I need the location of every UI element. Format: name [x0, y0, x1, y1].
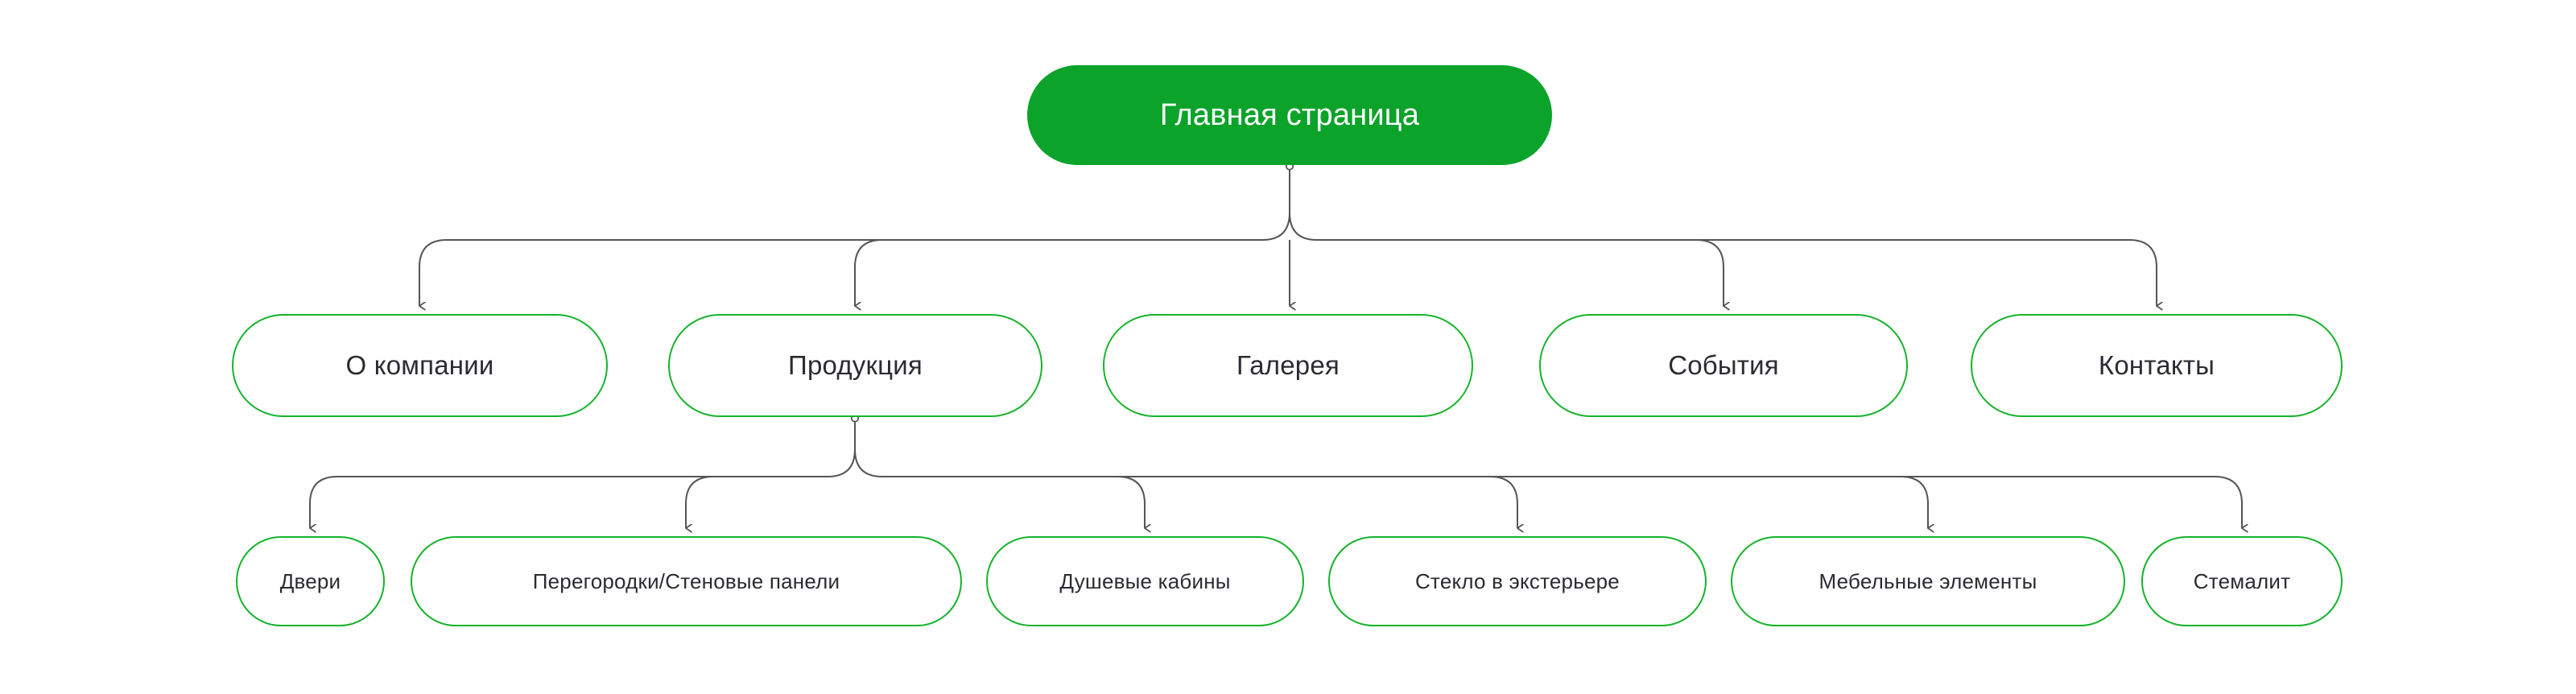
node-dveri-label: Двери: [279, 568, 341, 593]
edge-root-trunk-left: [1261, 169, 1290, 241]
edge-prod-to-dushevye-kabiny: [882, 476, 1145, 528]
node-mebelnye-elementy-label: Мебельные элементы: [1818, 568, 2037, 593]
edge-prod-to-mebelnye: [882, 476, 1928, 528]
edge-root-to-o-kompanii: [419, 239, 1262, 306]
node-steklo-v-eksterere[interactable]: Стекло в экстерьере: [1328, 536, 1707, 626]
node-galereya[interactable]: Галерея: [1103, 314, 1473, 417]
node-sobytiya[interactable]: События: [1539, 314, 1908, 417]
node-root-glavnaya-stranica[interactable]: Главная страница: [1027, 65, 1552, 165]
node-dushevye-kabiny[interactable]: Душевые кабины: [986, 536, 1304, 626]
edge-root-trunk-right: [1289, 169, 1318, 241]
node-stemalit-label: Стемалит: [2193, 568, 2291, 593]
node-produkciya-label: Продукция: [788, 350, 923, 380]
node-peregorodki-label: Перегородки/Стеновые панели: [532, 568, 840, 593]
node-dveri[interactable]: Двери: [236, 536, 385, 626]
edge-prod-trunk-left: [827, 421, 856, 477]
edge-prod-to-steklo: [882, 476, 1517, 528]
edge-prod-trunk-right: [854, 421, 883, 477]
node-kontakty[interactable]: Контакты: [1971, 314, 2343, 417]
node-peregorodki-stenovye-paneli[interactable]: Перегородки/Стеновые панели: [411, 536, 962, 626]
node-kontakty-label: Контакты: [2098, 350, 2215, 380]
edge-prod-to-dveri: [309, 476, 828, 528]
edge-prod-to-stemalit: [882, 476, 2242, 528]
edge-root-to-kontakty: [1317, 239, 2157, 306]
node-galereya-label: Галерея: [1236, 350, 1340, 380]
edge-root-to-produkciya: [854, 239, 1262, 306]
node-o-kompanii-label: О компании: [345, 350, 494, 380]
edge-prod-to-peregorodki: [685, 476, 828, 528]
node-root-label: Главная страница: [1159, 97, 1420, 132]
node-mebelnye-elementy[interactable]: Мебельные элементы: [1731, 536, 2125, 626]
node-sobytiya-label: События: [1668, 350, 1779, 380]
node-produkciya[interactable]: Продукция: [668, 314, 1042, 417]
node-steklo-label: Стекло в экстерьере: [1415, 568, 1620, 593]
node-dushevye-kabiny-label: Душевые кабины: [1059, 568, 1231, 593]
node-stemalit[interactable]: Стемалит: [2141, 536, 2343, 626]
node-o-kompanii[interactable]: О компании: [232, 314, 608, 417]
edge-root-to-sobytiya: [1317, 239, 1724, 306]
